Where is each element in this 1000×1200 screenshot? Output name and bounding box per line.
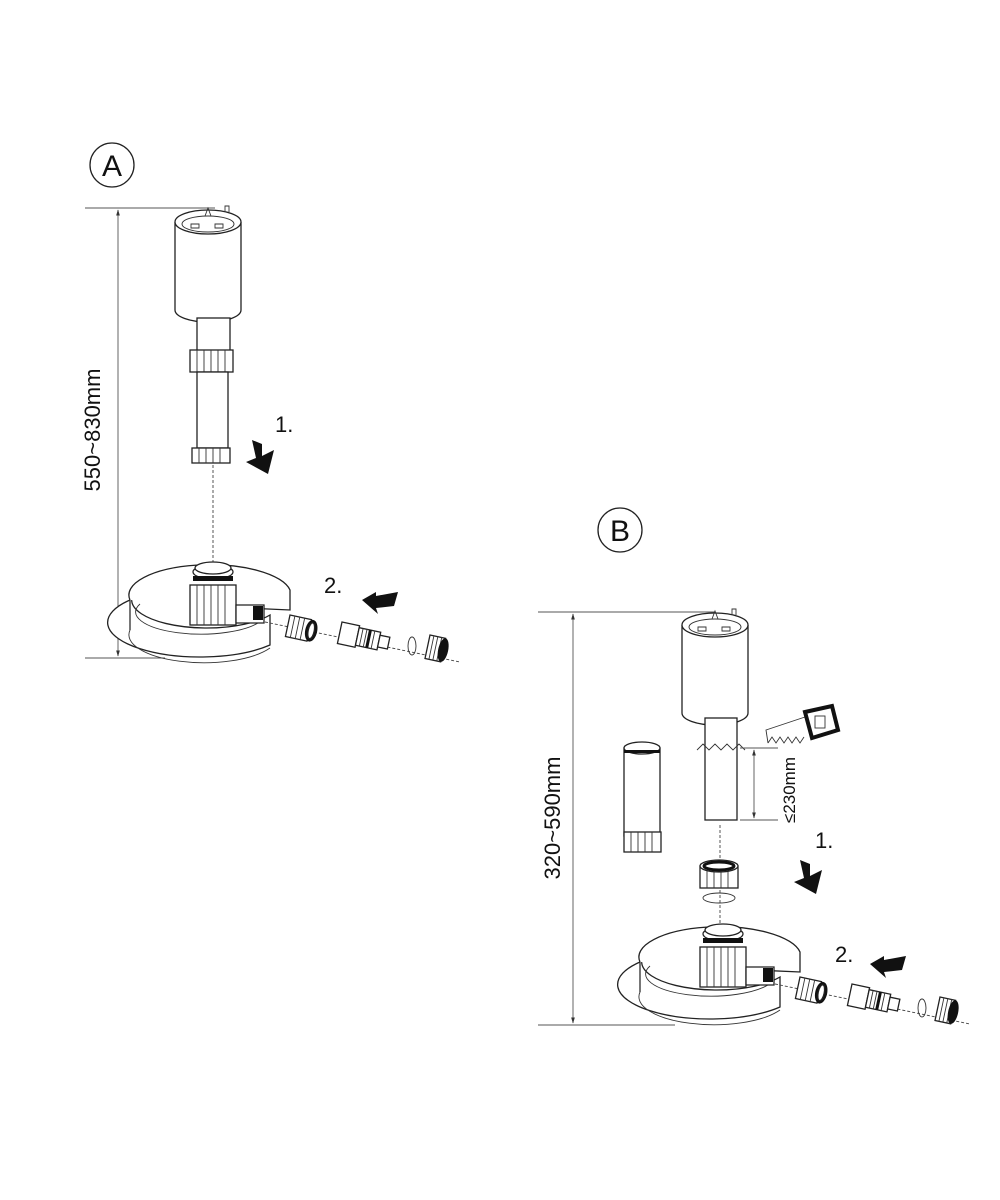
skimmer-head-a <box>174 205 242 323</box>
height-range-b: 320~590mm <box>540 757 565 880</box>
arrow-down-icon <box>794 860 822 894</box>
step-1-label-a: 1. <box>275 412 293 437</box>
cut-length-label: ≤230mm <box>780 757 799 823</box>
saw-icon <box>765 703 841 744</box>
panel-b: B 320~590mm ≤230mm <box>538 507 971 1026</box>
skimmer-head-b <box>681 608 749 726</box>
removed-filter-tube <box>623 741 662 853</box>
panel-a-badge <box>89 142 135 188</box>
arrow-left-icon <box>362 592 398 614</box>
panel-a-label: A <box>102 150 122 183</box>
step-1-label-b: 1. <box>815 828 833 853</box>
base-assembly-b <box>616 923 971 1026</box>
union-nut-b <box>699 859 739 904</box>
height-dimension-a: 550~830mm <box>80 207 215 659</box>
base-assembly-a <box>106 561 461 664</box>
arrow-down-icon <box>246 440 274 474</box>
height-dimension-b: 320~590mm <box>538 611 715 1026</box>
cut-tube-b <box>696 717 746 930</box>
panel-a: A 550~830mm 1. 2. <box>80 142 461 664</box>
panel-b-badge <box>597 507 643 553</box>
step-2-label-a: 2. <box>324 573 342 598</box>
cut-length-dimension: ≤230mm <box>740 747 799 823</box>
panel-b-label: B <box>610 515 630 548</box>
height-range-a: 550~830mm <box>80 369 105 492</box>
telescopic-tube-a <box>189 317 234 568</box>
arrow-left-icon <box>870 956 906 978</box>
step-2-label-b: 2. <box>835 942 853 967</box>
